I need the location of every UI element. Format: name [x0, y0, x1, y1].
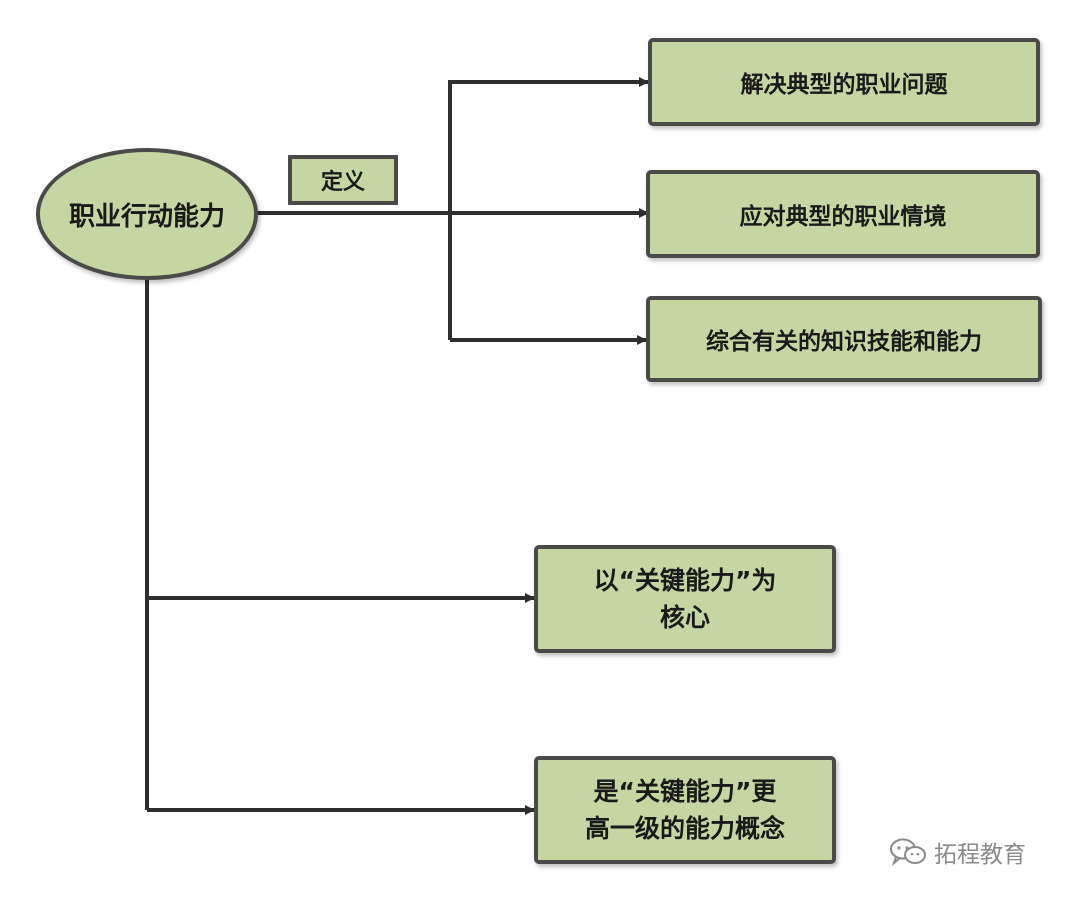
definition-label: 解决典型的职业问题 [740, 72, 948, 98]
root-node: 职业行动能力 [36, 148, 258, 280]
definition-node-1: 解决典型的职业问题 [648, 38, 1040, 126]
wechat-icon [890, 838, 926, 867]
note-node-1: 以“关键能力”为 核心 [534, 545, 836, 653]
definition-node-3: 综合有关的知识技能和能力 [646, 296, 1042, 382]
edge-label-definition: 定义 [288, 155, 398, 205]
definition-node-2: 应对典型的职业情境 [646, 170, 1040, 258]
note-line: 高一级的能力概念 [584, 814, 785, 843]
note-node-2: 是“关键能力”更 高一级的能力概念 [534, 756, 836, 864]
watermark: 拓程教育 [888, 835, 1026, 869]
note-line: 以“关键能力”为 [593, 565, 777, 595]
note-line: 核心 [659, 603, 710, 632]
root-label: 职业行动能力 [68, 201, 225, 232]
watermark-text: 拓程教育 [934, 842, 1026, 868]
definition-label: 综合有关的知识技能和能力 [706, 329, 982, 355]
definition-label: 应对典型的职业情境 [739, 204, 947, 230]
note-line: 是“关键能力”更 [593, 776, 777, 806]
